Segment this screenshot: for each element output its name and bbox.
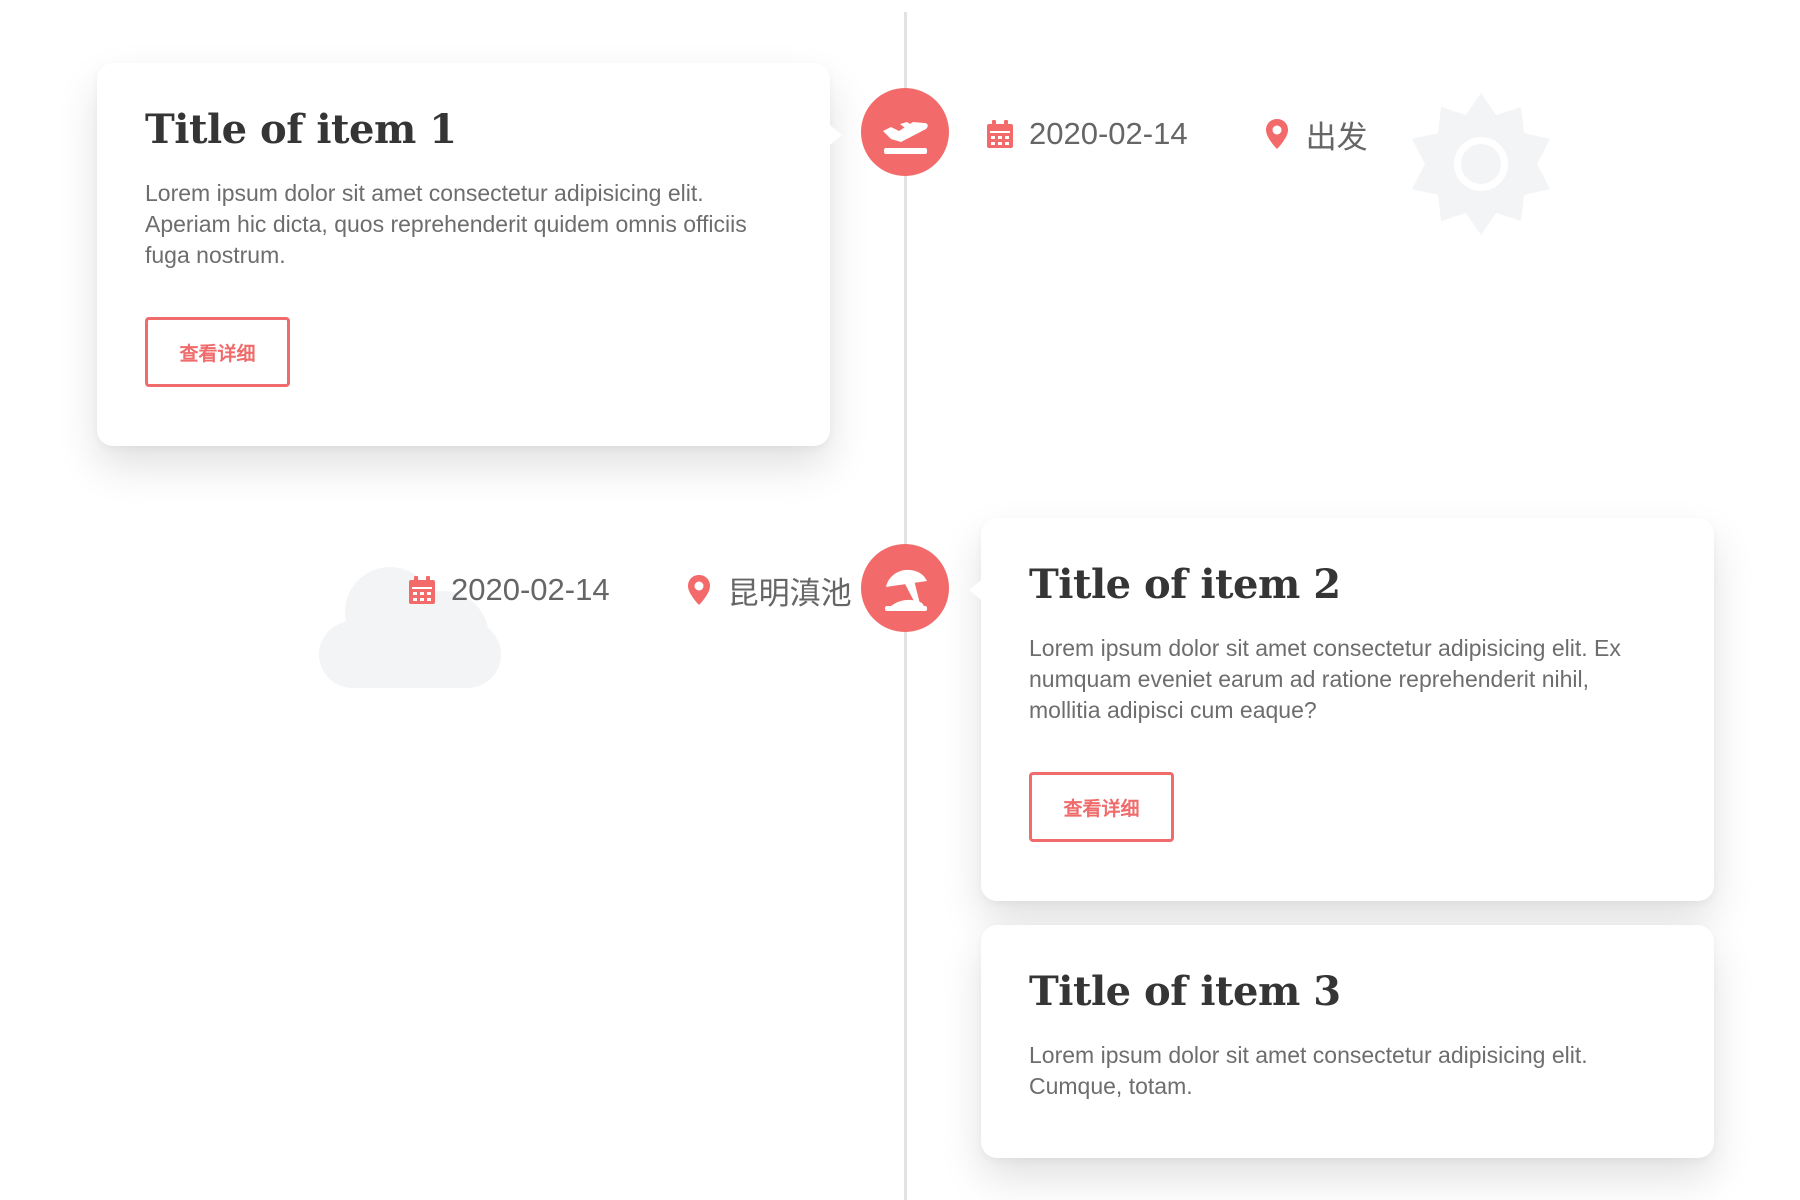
timeline-card-item-1: Title of item 1 Lorem ipsum dolor sit am… <box>97 63 842 446</box>
location-text: 出发 <box>1305 119 1368 155</box>
item-2-date: 2020-02-14 <box>407 572 610 608</box>
card-title: Title of item 2 <box>1029 561 1341 608</box>
airplane-departure-icon <box>883 122 928 154</box>
item-1-meta: 2020-02-14 出发 <box>985 111 1368 157</box>
sun-icon <box>1405 88 1557 240</box>
view-details-button[interactable]: 查看详细 <box>1029 772 1174 842</box>
airplane-departure-node <box>861 88 949 176</box>
beach-umbrella-icon <box>885 569 927 611</box>
item-2-meta: 2020-02-14 昆明滇池 <box>407 567 852 613</box>
calendar-icon <box>985 119 1015 149</box>
card-title: Title of item 1 <box>145 106 457 153</box>
card-description: Lorem ipsum dolor sit amet consectetur a… <box>145 180 747 268</box>
timeline-card-item-3: Title of item 3 Lorem ipsum dolor sit am… <box>981 925 1714 1158</box>
date-text: 2020-02-14 <box>451 572 610 607</box>
item-1-date: 2020-02-14 <box>985 116 1188 152</box>
card-title: Title of item 3 <box>1029 968 1341 1015</box>
view-details-button[interactable]: 查看详细 <box>145 317 290 387</box>
location-pin-icon <box>684 575 714 605</box>
card-description: Lorem ipsum dolor sit amet consectetur a… <box>1029 1042 1588 1099</box>
location-pin-icon <box>1262 119 1292 149</box>
date-text: 2020-02-14 <box>1029 116 1188 151</box>
item-1-location: 出发 <box>1262 112 1368 157</box>
timeline-card-item-2: Title of item 2 Lorem ipsum dolor sit am… <box>969 518 1714 901</box>
card-description: Lorem ipsum dolor sit amet consectetur a… <box>1029 635 1621 723</box>
item-2-location: 昆明滇池 <box>684 568 852 613</box>
location-text: 昆明滇池 <box>727 575 852 611</box>
cloud-icon <box>318 555 503 690</box>
calendar-icon <box>407 575 437 605</box>
beach-umbrella-node <box>861 544 949 632</box>
